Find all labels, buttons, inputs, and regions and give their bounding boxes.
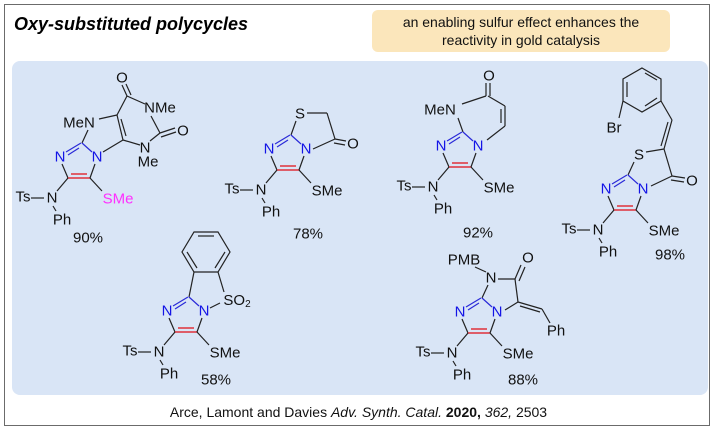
imidazole-n3-label: N: [92, 149, 103, 166]
sme-label: SMe: [484, 180, 515, 197]
sme-label: SMe: [503, 346, 534, 363]
tosyl-label: Ts: [416, 344, 431, 361]
sme-label: SMe: [649, 223, 680, 240]
figure-frame: [4, 4, 710, 426]
imidazole-n1-label: N: [55, 149, 66, 166]
tosyl-label: Ts: [225, 181, 240, 198]
imidazole-n1-label: N: [436, 138, 447, 155]
imidazole-n3-label: N: [492, 304, 503, 321]
yield-label: 90%: [73, 230, 103, 247]
tosyl-label: Ts: [16, 189, 31, 206]
yield-label: 92%: [463, 225, 493, 242]
note-line-1: an enabling sulfur effect enhances the: [402, 14, 640, 30]
atom-label: PMB: [448, 252, 481, 269]
citation-volume: 362,: [484, 404, 513, 420]
sme-label: SMe: [103, 191, 134, 208]
compound-3-pyrimidinone-ring: MeN O: [424, 68, 506, 141]
yield-label: 88%: [508, 372, 538, 389]
compound-4-benzylidene-thiazolone: Br S O: [607, 67, 698, 190]
atom-label: N: [486, 270, 497, 287]
phenyl-label: Ph: [160, 366, 178, 383]
atom-label: NMe: [144, 100, 176, 117]
atom-label: Me: [138, 154, 159, 171]
atom-label: Ph: [547, 323, 565, 340]
compound-2-thiazolone-ring: S O: [290, 106, 359, 153]
atom-label: O: [483, 68, 495, 85]
compound-5-imidazole-core: N N Ts N Ph SMe 58%: [123, 296, 241, 389]
imidazole-n3-label: N: [638, 181, 649, 198]
compound-5-benzisothiazole-dioxide: SO2: [181, 231, 251, 310]
atom-label: MeN: [424, 102, 456, 119]
yield-label: 78%: [293, 226, 323, 243]
imidazole-n1-label: N: [162, 303, 173, 320]
imidazole-n3-label: N: [473, 138, 484, 155]
note-line-2: reactivity in gold catalysis: [442, 32, 600, 48]
compound-1-fused-ring: O NMe O MeN N Me: [63, 70, 189, 171]
imidazole-n1-label: N: [601, 181, 612, 198]
amine-n-label: N: [256, 182, 267, 199]
compound-1-imidazole-core: N N Ts N Ph SMe 90%: [16, 142, 134, 247]
sulfonyl-label: SO2: [223, 292, 251, 310]
atom-label: N: [140, 140, 151, 157]
citation: Arce, Lamont and Davies Adv. Synth. Cata…: [0, 404, 717, 420]
compound-2-imidazole-core: N N Ts N Ph SMe 78%: [225, 134, 343, 243]
tosyl-label: Ts: [562, 221, 577, 238]
phenyl-label: Ph: [53, 212, 71, 229]
phenyl-label: Ph: [434, 201, 452, 218]
sme-label: SMe: [210, 345, 241, 362]
atom-label: O: [116, 70, 128, 87]
compound-6-imidazolone-ring: PMB N O Ph: [448, 250, 565, 340]
compound-panel: [12, 61, 708, 395]
yield-label: 98%: [655, 247, 685, 264]
compound-3-imidazole-core: N N Ts N Ph SMe 92%: [397, 131, 515, 242]
citation-journal: Adv. Synth. Catal.: [330, 404, 442, 420]
amine-n-label: N: [154, 344, 165, 361]
atom-label: Br: [607, 120, 622, 137]
sme-label: SMe: [312, 183, 343, 200]
citation-pages: 2503: [515, 404, 548, 420]
amine-n-label: N: [593, 222, 604, 239]
phenyl-label: Ph: [453, 367, 471, 384]
imidazole-n3-label: N: [199, 303, 210, 320]
atom-label: O: [347, 136, 359, 153]
tosyl-label: Ts: [397, 178, 412, 195]
imidazole-n3-label: N: [301, 141, 312, 158]
compound-6-imidazole-core: N N Ts N Ph SMe 88%: [416, 297, 538, 389]
phenyl-label: Ph: [262, 204, 280, 221]
compound-4-imidazole-core: N N Ts N Ph SMe 98%: [562, 174, 685, 264]
phenyl-label: Ph: [599, 244, 617, 261]
figure-title: Oxy-substituted polycycles: [14, 14, 249, 34]
citation-authors: Arce, Lamont and Davies: [169, 404, 331, 420]
atom-label: MeN: [63, 115, 95, 132]
atom-label: O: [686, 173, 698, 190]
atom-label: S: [295, 106, 305, 123]
highlight-note: an enabling sulfur effect enhances the r…: [372, 10, 670, 52]
atom-label: S: [634, 147, 644, 164]
yield-label: 58%: [201, 372, 231, 389]
atom-label: O: [177, 123, 189, 140]
tosyl-label: Ts: [123, 343, 138, 360]
amine-n-label: N: [47, 190, 58, 207]
amine-n-label: N: [447, 345, 458, 362]
amine-n-label: N: [428, 179, 439, 196]
imidazole-n1-label: N: [455, 304, 466, 321]
atom-label: O: [522, 250, 534, 267]
imidazole-n1-label: N: [264, 141, 275, 158]
citation-year: 2020,: [445, 404, 481, 420]
